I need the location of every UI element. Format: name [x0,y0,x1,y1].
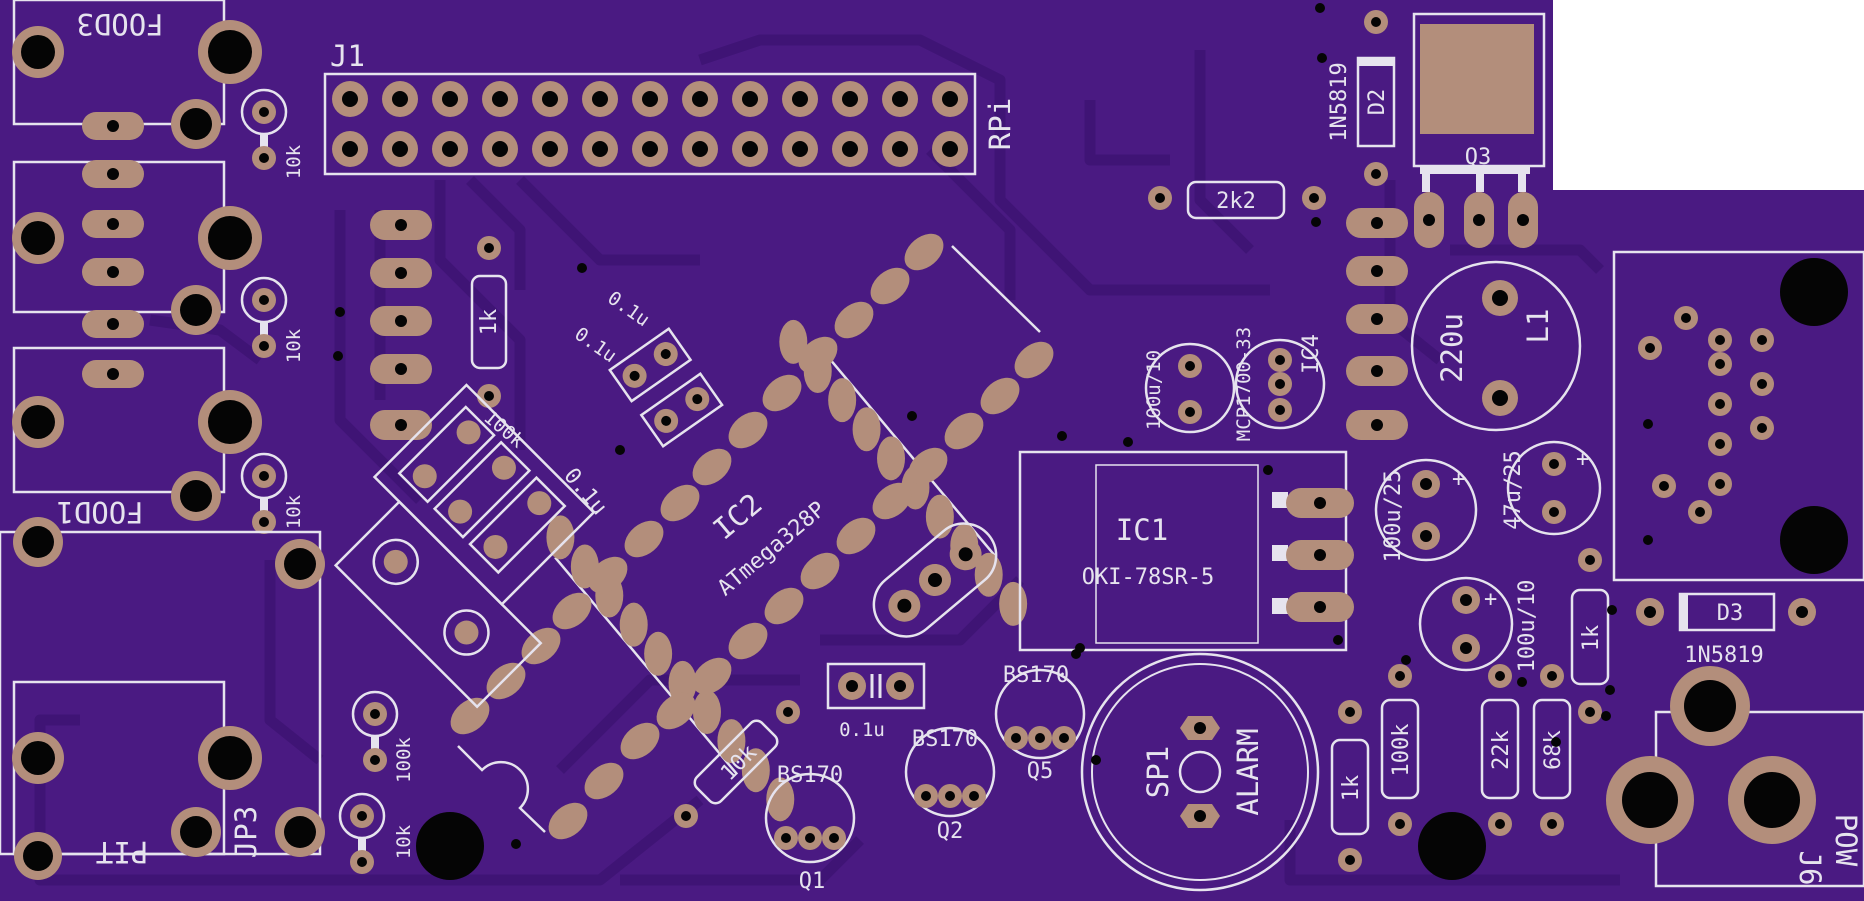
d3-diode: D3 1N5819 [1636,592,1816,668]
q3-label: Q3 [1465,145,1492,170]
q2-label: Q2 [937,819,964,844]
q5-label: Q5 [1027,759,1054,784]
d3-part-label: 1N5819 [1684,643,1763,668]
ic1-regulator: IC1 OKI-78SR-5 [1018,450,1354,652]
ic2-outline-top [951,245,1041,333]
c-100u25: + 100u/25 [1374,458,1478,563]
c-100u10-bottom-label: 100u/10 [1515,580,1540,673]
decoupling-caps-block [333,383,596,709]
d2-part-label: 1N5819 [1327,62,1352,141]
r-2k2-label: 2k2 [1216,189,1256,214]
r-100k-left-label: 100k [393,737,415,783]
ic4-label: IC4 [1299,334,1324,374]
crystal [872,522,998,638]
pit-label: PIT [96,835,148,869]
r-100k-bottom-label: 100k [1389,724,1414,777]
q3-switch: Q3 [1412,12,1546,248]
c-220u-label: 220u [1435,313,1469,383]
r-2k2: 2k2 [1148,180,1326,220]
sp1-buzzer: SP1 ALARM [1080,652,1320,892]
r-10k-b-label: 10k [283,328,305,363]
pit-connector: PIT JP3 [0,517,325,880]
ic1-part-label: OKI-78SR-5 [1082,565,1214,590]
q1-part-label: BS170 [777,763,843,788]
food3-connector: FOOD3 [12,0,262,149]
r-10k-a-label: 10k [283,144,305,179]
j1-pins [332,81,968,167]
food1-label: FOOD1 [56,495,143,529]
q5-part-label: BS170 [1003,663,1069,688]
ic2-notch [457,745,546,833]
d3-label: D3 [1717,601,1744,626]
d2-label: D2 [1365,89,1390,116]
c-100u10-top-label: 100u/10 [1143,350,1165,430]
ic4-ldo: MCP1700-33 IC4 [1233,327,1326,441]
sp1-label: SP1 [1141,746,1175,798]
rpi-label: RPi [983,98,1017,150]
caps-top [608,326,724,448]
q2-part-label: BS170 [912,727,978,752]
pow-label: POW [1829,814,1863,867]
q1-label: Q1 [799,869,826,894]
serial-connector [1612,250,1864,582]
c-100u25-plus: + [1452,467,1465,492]
food1-connector: FOOD1 [12,346,262,529]
q2-transistor: BS170 Q2 [904,726,996,844]
c-100u10-bottom: + 100u/10 [1418,576,1540,673]
r-1k-right: 1k [1570,548,1610,724]
r-1k-top-label: 1k [477,309,502,336]
isp-header [370,210,432,440]
ic2-pads [450,233,1054,840]
c-100u10-bottom-plus: + [1484,587,1497,612]
inductor-side-pads [1346,208,1408,440]
ic4-part-label: MCP1700-33 [1233,327,1255,441]
l1-inductor: 220u L1 [1410,260,1582,432]
j6-label: J6 [1793,851,1827,886]
r-10k-d-label: 10k [393,824,415,859]
c-47u25: + 47u/25 [1501,440,1602,536]
alarm-label: ALARM [1231,728,1265,815]
r-22k-label: 22k [1489,730,1514,770]
r-1k-right-label: 1k [1579,625,1604,652]
jp3-label: JP3 [229,806,263,858]
food2-connector [12,160,262,338]
c-100u25-label: 100u/25 [1381,470,1406,563]
bottom-resistors: 1k 100k 22k 68k [1330,664,1572,872]
r-68k-label: 68k [1541,730,1566,770]
j6-power-jack: J6 POW [1606,666,1864,888]
d2-diode: D2 1N5819 [1327,10,1396,186]
food3-label: FOOD3 [76,7,163,41]
j1-header: J1 RPi [323,39,1017,176]
pullup-resistors: 10k 10k 10k [240,88,305,534]
r-1k-bottom-label: 1k [1339,775,1364,802]
c-01u-d-label: 0.1u [839,719,885,741]
c-01u-d: 0.1u [826,662,926,741]
l1-label: L1 [1521,309,1555,344]
q1-transistor: BS170 Q1 [764,763,856,894]
pit-pullups: 100k 10k [338,690,415,874]
q5-transistor: BS170 Q5 [994,663,1086,784]
r-10k-c-label: 10k [283,494,305,529]
c-47u25-plus: + [1576,447,1589,472]
c-47u25-label: 47u/25 [1501,450,1526,529]
ic1-label: IC1 [1116,513,1168,547]
vias [333,3,1653,849]
j1-label: J1 [330,39,365,73]
mounting-holes [416,258,1848,880]
c-100u10-top: 100u/10 [1143,342,1236,434]
